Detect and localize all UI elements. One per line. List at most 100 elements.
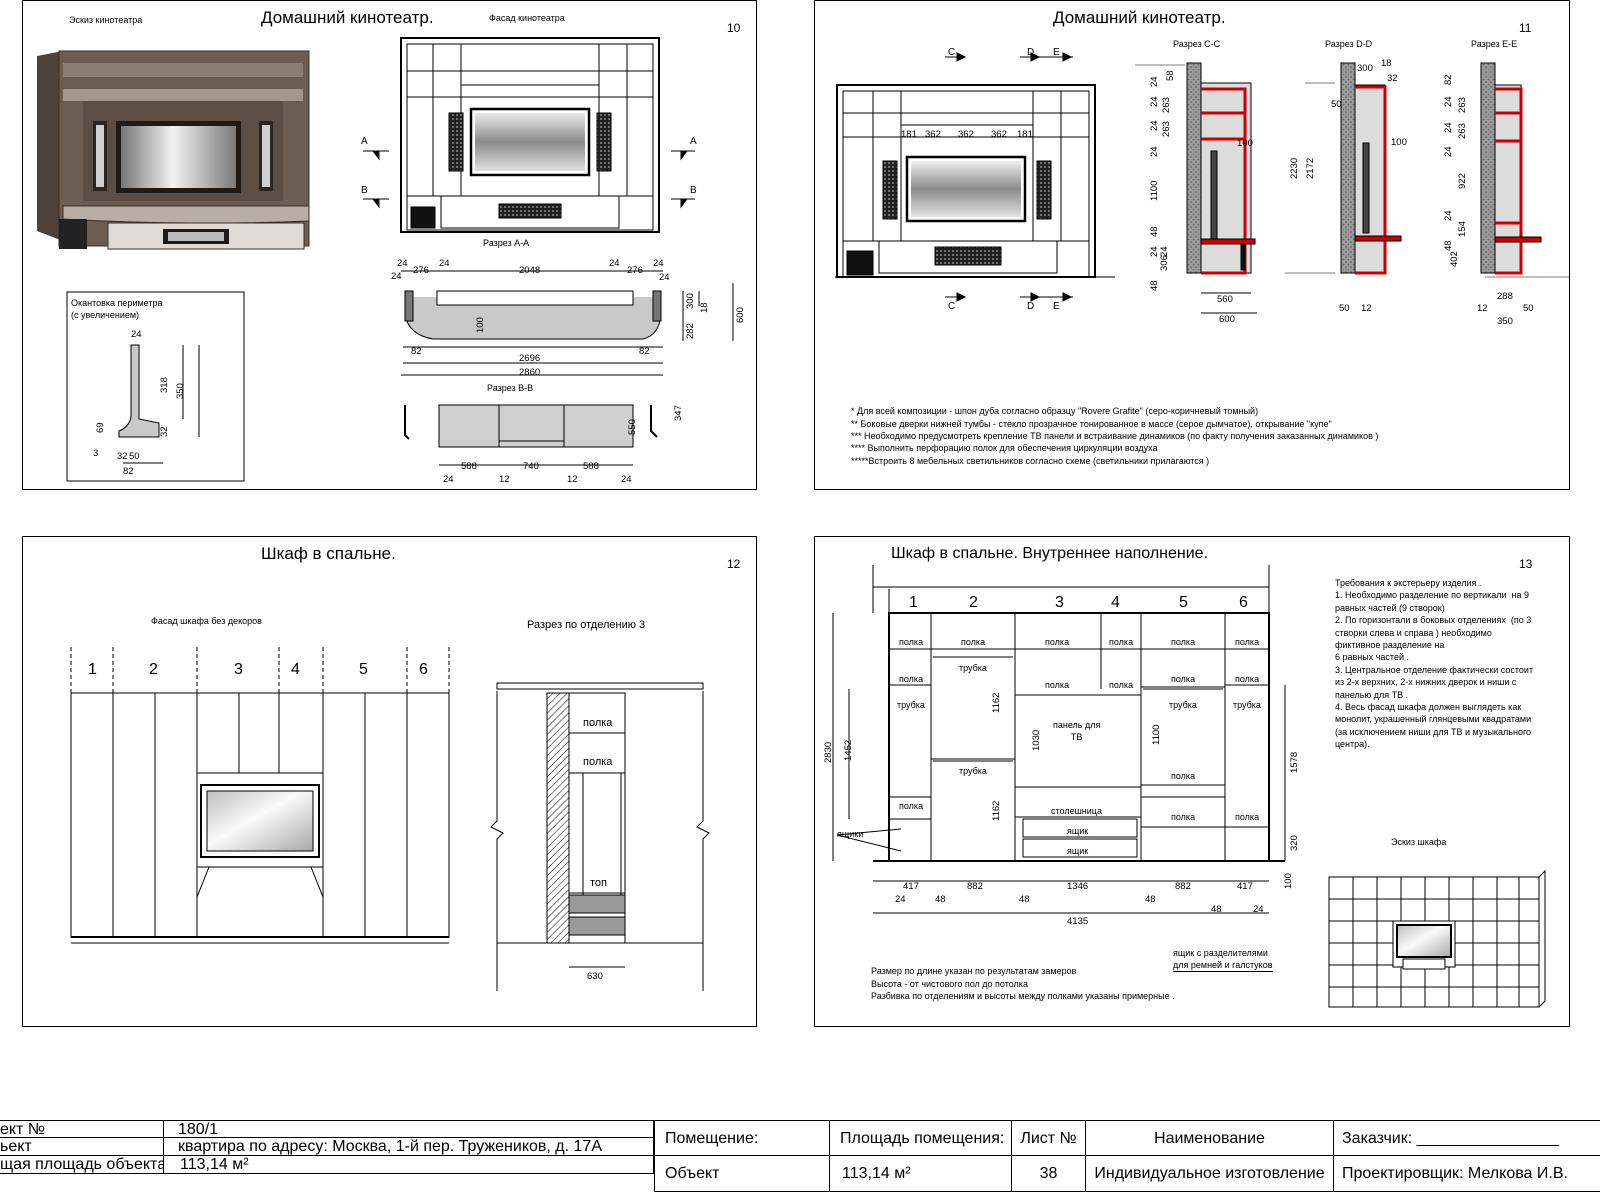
ee-dim: 24 bbox=[1443, 122, 1454, 133]
shelf-label: полка bbox=[1109, 637, 1134, 647]
edge-dim: 69 bbox=[95, 422, 106, 433]
ee-dim: 24 bbox=[1443, 146, 1454, 157]
bb-dim: 24 bbox=[443, 474, 454, 485]
small-dim: 24 bbox=[1253, 904, 1264, 915]
belt-drawer-note: ящик с разделителями для ремней и галсту… bbox=[1173, 948, 1273, 972]
facade-no-decor-label: Фасад шкафа без декоров bbox=[151, 616, 262, 626]
shelf-label: полка bbox=[1109, 680, 1134, 690]
aa-dim: 24 bbox=[659, 272, 670, 283]
dd-dim: 50 bbox=[1339, 303, 1350, 314]
section-bb-drawing bbox=[404, 404, 658, 466]
edge-dim: 350 bbox=[175, 383, 186, 399]
tb-room-area-label: Площадь помещения: bbox=[830, 1120, 1012, 1156]
sheet-11-title: Домашний кинотеатр. bbox=[1053, 8, 1226, 27]
ee-dim: 24 bbox=[1443, 210, 1454, 221]
note-line: *****Встроить 8 мебельных светильников с… bbox=[851, 456, 1210, 466]
bb-dim: 588 bbox=[583, 461, 599, 472]
sheet-11: Домашний кинотеатр. 11 C D E C D E 181 3… bbox=[814, 0, 1570, 490]
horizontal-dim: 1346 bbox=[1067, 881, 1089, 892]
bb-dim: 12 bbox=[499, 474, 510, 485]
sheet-13-page-number: 13 bbox=[1519, 557, 1533, 571]
facade-dim: 181 bbox=[1017, 129, 1033, 140]
dd-dim: 32 bbox=[1387, 73, 1398, 84]
column-number: 1 bbox=[909, 594, 918, 611]
cc-dim: 306 bbox=[1159, 255, 1170, 271]
marker-c-bottom: C bbox=[948, 301, 956, 312]
sheet-12-page-number: 12 bbox=[727, 557, 741, 571]
tb-sheet-label: Лист № bbox=[1012, 1120, 1086, 1156]
marker-a-left: А bbox=[361, 136, 368, 147]
shelf-label: полка bbox=[583, 717, 613, 729]
cc-dim: 24 bbox=[1149, 76, 1160, 87]
dd-dim: 18 bbox=[1381, 58, 1392, 69]
facade-with-lights bbox=[835, 84, 1115, 278]
sheet-13-title: Шкаф в спальне. Внутреннее наполнение. bbox=[891, 545, 1209, 562]
sheet-12-title: Шкаф в спальне. bbox=[261, 544, 396, 563]
vertical-dim: 1030 bbox=[1031, 729, 1042, 751]
cc-dim: 600 bbox=[1219, 314, 1235, 325]
shelf-label: полка bbox=[1045, 637, 1070, 647]
section-aa-label: Разрез А-А bbox=[483, 238, 530, 248]
rail-label: трубка bbox=[1233, 700, 1261, 710]
tb-sheet-value: 38 bbox=[1012, 1156, 1086, 1192]
section-ee-label: Разрез E-E bbox=[1471, 39, 1518, 49]
section-ee-drawing bbox=[1480, 62, 1569, 278]
section-bb-label: Разрез В-В bbox=[487, 383, 534, 393]
ee-dim: 402 bbox=[1449, 251, 1460, 267]
vertical-dim: 1162 bbox=[991, 800, 1002, 821]
wardrobe-section bbox=[490, 682, 710, 991]
tb-object-label: ьект bbox=[0, 1138, 164, 1156]
shelf-label: полка bbox=[961, 637, 986, 647]
edge-dim: 82 bbox=[123, 466, 134, 477]
column-number: 6 bbox=[1239, 594, 1248, 611]
column-number: 2 bbox=[149, 661, 158, 678]
cc-dim: 48 bbox=[1149, 280, 1160, 291]
aa-dim: 24 bbox=[653, 258, 664, 269]
drawers-label: ящики bbox=[837, 829, 864, 839]
bb-dim: 740 bbox=[523, 461, 539, 472]
edge-dim: 32 bbox=[117, 451, 128, 462]
note-line: ** Боковые дверки нижней тумбы - стекло … bbox=[851, 419, 1332, 429]
cc-dim: 100 bbox=[1237, 138, 1253, 149]
dd-dim: 12 bbox=[1361, 303, 1372, 314]
small-dim: 48 bbox=[1145, 894, 1156, 905]
ee-dim: 82 bbox=[1443, 74, 1454, 85]
column-number: 3 bbox=[1055, 594, 1064, 611]
marker-a-right: А bbox=[690, 136, 697, 147]
marker-e-top: E bbox=[1053, 47, 1060, 58]
aa-dim: 100 bbox=[475, 317, 486, 333]
column-number: 6 bbox=[419, 661, 428, 678]
shelf-label: полка bbox=[1171, 674, 1196, 684]
aa-dim: 24 bbox=[397, 258, 408, 269]
section-depth-dim: 630 bbox=[587, 971, 603, 982]
ee-dim: 50 bbox=[1523, 303, 1534, 314]
facade-dim: 362 bbox=[925, 129, 941, 140]
wardrobe-interior bbox=[832, 565, 1286, 914]
shelf-label: полка bbox=[899, 637, 924, 647]
tb-room-value: Объект bbox=[654, 1156, 830, 1192]
facade-dim: 181 bbox=[901, 129, 917, 140]
rail-label: трубка bbox=[897, 700, 925, 710]
shelf-label: полка bbox=[1235, 637, 1260, 647]
wardrobe-facade bbox=[70, 647, 450, 944]
tb-room-label: Помещение: bbox=[654, 1120, 830, 1156]
sheet-13: Шкаф в спальне. Внутреннее наполнение. 1… bbox=[814, 536, 1570, 1027]
section-cc-drawing bbox=[1135, 62, 1257, 314]
note-line: **** Выполнить перфорацию полок для обес… bbox=[851, 443, 1158, 453]
shelf-label: полка bbox=[1045, 680, 1070, 690]
marker-d-bottom: D bbox=[1027, 301, 1035, 312]
sheet-11-page-number: 11 bbox=[1519, 21, 1532, 35]
horizontal-dim: 417 bbox=[903, 881, 919, 892]
shelf-label: полка bbox=[583, 756, 613, 768]
sheet-10-page-number: 10 bbox=[727, 21, 741, 35]
wardrobe-sketch-label: Эскиз шкафа bbox=[1391, 837, 1447, 847]
aa-dim: 82 bbox=[639, 346, 650, 357]
ee-dim: 154 bbox=[1457, 221, 1468, 237]
sheet-12: Шкаф в спальне. 12 Фасад шкафа без декор… bbox=[22, 536, 757, 1027]
shelf-label: полка bbox=[899, 801, 924, 811]
note-line: * Для всей композиции - шпон дуба соглас… bbox=[851, 406, 1259, 416]
ee-dim: 24 bbox=[1443, 96, 1454, 107]
title-block: ект № 180/1 ьект квартира по адресу: Мос… bbox=[0, 1120, 1600, 1194]
rail-label: трубка bbox=[959, 663, 987, 673]
home-theater-3d-sketch bbox=[37, 50, 310, 250]
